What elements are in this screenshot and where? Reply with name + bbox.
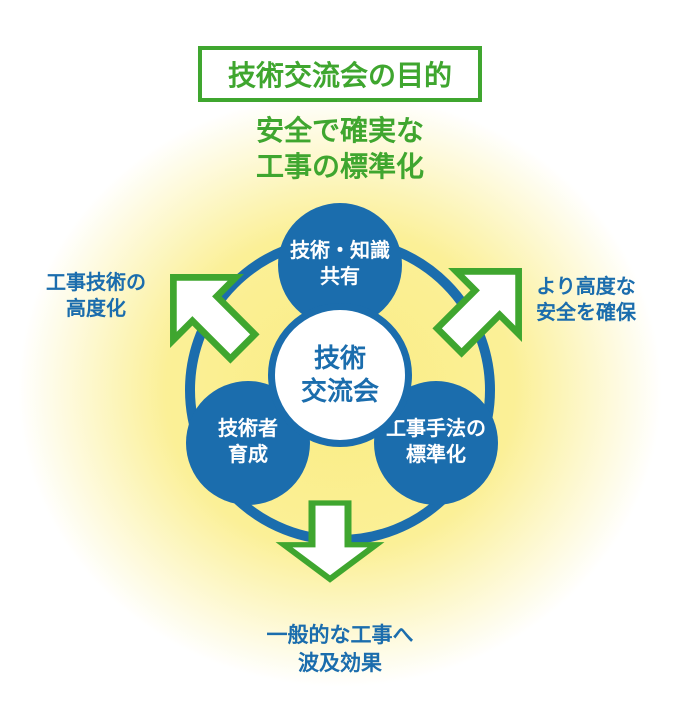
outcome-left-label: 工事技術の 高度化 xyxy=(20,270,172,323)
outcome-right-line2: 安全を確保 xyxy=(536,302,636,325)
arrow-up-right-icon xyxy=(432,268,522,358)
center-line2: 交流会 xyxy=(300,376,379,406)
outcome-right-label: より高度な 安全を確保 xyxy=(506,274,666,327)
arrow-down xyxy=(275,500,385,583)
outcome-bottom-line1: 一般的な工事へ xyxy=(266,624,414,647)
node-right-line1: 工事手法の xyxy=(386,418,486,441)
outcome-left-line1: 工事技術の xyxy=(46,272,146,294)
subtitle-line1: 安全で確実な xyxy=(255,115,424,146)
node-top-line1: 技術・知識 xyxy=(290,240,390,263)
outcome-right-line1: より高度な xyxy=(536,276,636,298)
outcome-bottom-line2: 波及効果 xyxy=(298,651,382,675)
arrow-up-left-icon xyxy=(170,274,260,364)
page-title: 技術交流会の目的 xyxy=(227,60,453,91)
arrow-up-right xyxy=(411,233,557,379)
node-right-line2: 標準化 xyxy=(406,444,466,466)
arrow-down-icon xyxy=(275,500,385,583)
node-left-line1: 技術者 xyxy=(218,418,278,441)
arrow-up-left xyxy=(135,239,281,385)
subtitle-line2: 工事の標準化 xyxy=(255,150,424,182)
outcome-left-line2: 高度化 xyxy=(66,298,126,321)
title-box: 技術交流会の目的 xyxy=(197,46,483,102)
node-top-line2: 共有 xyxy=(320,266,360,288)
outcome-bottom-label: 一般的な工事へ 波及効果 xyxy=(235,622,445,677)
node-center-exchange-meeting: 技術 交流会 xyxy=(268,303,412,447)
center-line1: 技術 xyxy=(313,342,366,373)
node-left-line2: 育成 xyxy=(228,444,268,466)
subtitle: 安全で確実な 工事の標準化 xyxy=(0,113,680,185)
